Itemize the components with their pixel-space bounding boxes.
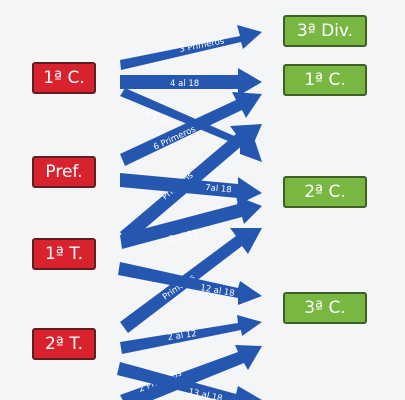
right-box-1a-c: 1ª C.: [283, 64, 367, 96]
arrow-3-primeros: 3 Primeros: [120, 25, 262, 70]
right-box-2a-c: 2ª C.: [283, 176, 367, 208]
arrow-13-al-18: 13 al 18: [117, 362, 262, 400]
arrow-label: 7al 18: [205, 183, 232, 195]
left-box-pref: Pref.: [32, 156, 96, 188]
right-box-3a-div: 3ª Div.: [283, 15, 367, 47]
arrow-2-al-12: 2 al 12: [120, 315, 262, 354]
arrow-label: 12 al 18: [199, 283, 235, 299]
arrow-4-al-18: 4 al 18: [120, 68, 262, 96]
arrow-label: 4 al 18: [170, 79, 199, 89]
left-box-1a-c: 1ª C.: [32, 62, 96, 94]
arrow-12-al-18: 12 al 18: [118, 262, 262, 305]
arrow-label: 2 al 12: [167, 329, 197, 343]
arrow-label: 3 Primeros: [179, 36, 226, 55]
left-box-2a-t: 2ª T.: [32, 328, 96, 360]
left-box-1a-t: 1ª T.: [32, 238, 96, 270]
right-box-3a-c: 3ª C.: [283, 292, 367, 324]
arrow-7al-18: 7al 18: [120, 173, 262, 205]
